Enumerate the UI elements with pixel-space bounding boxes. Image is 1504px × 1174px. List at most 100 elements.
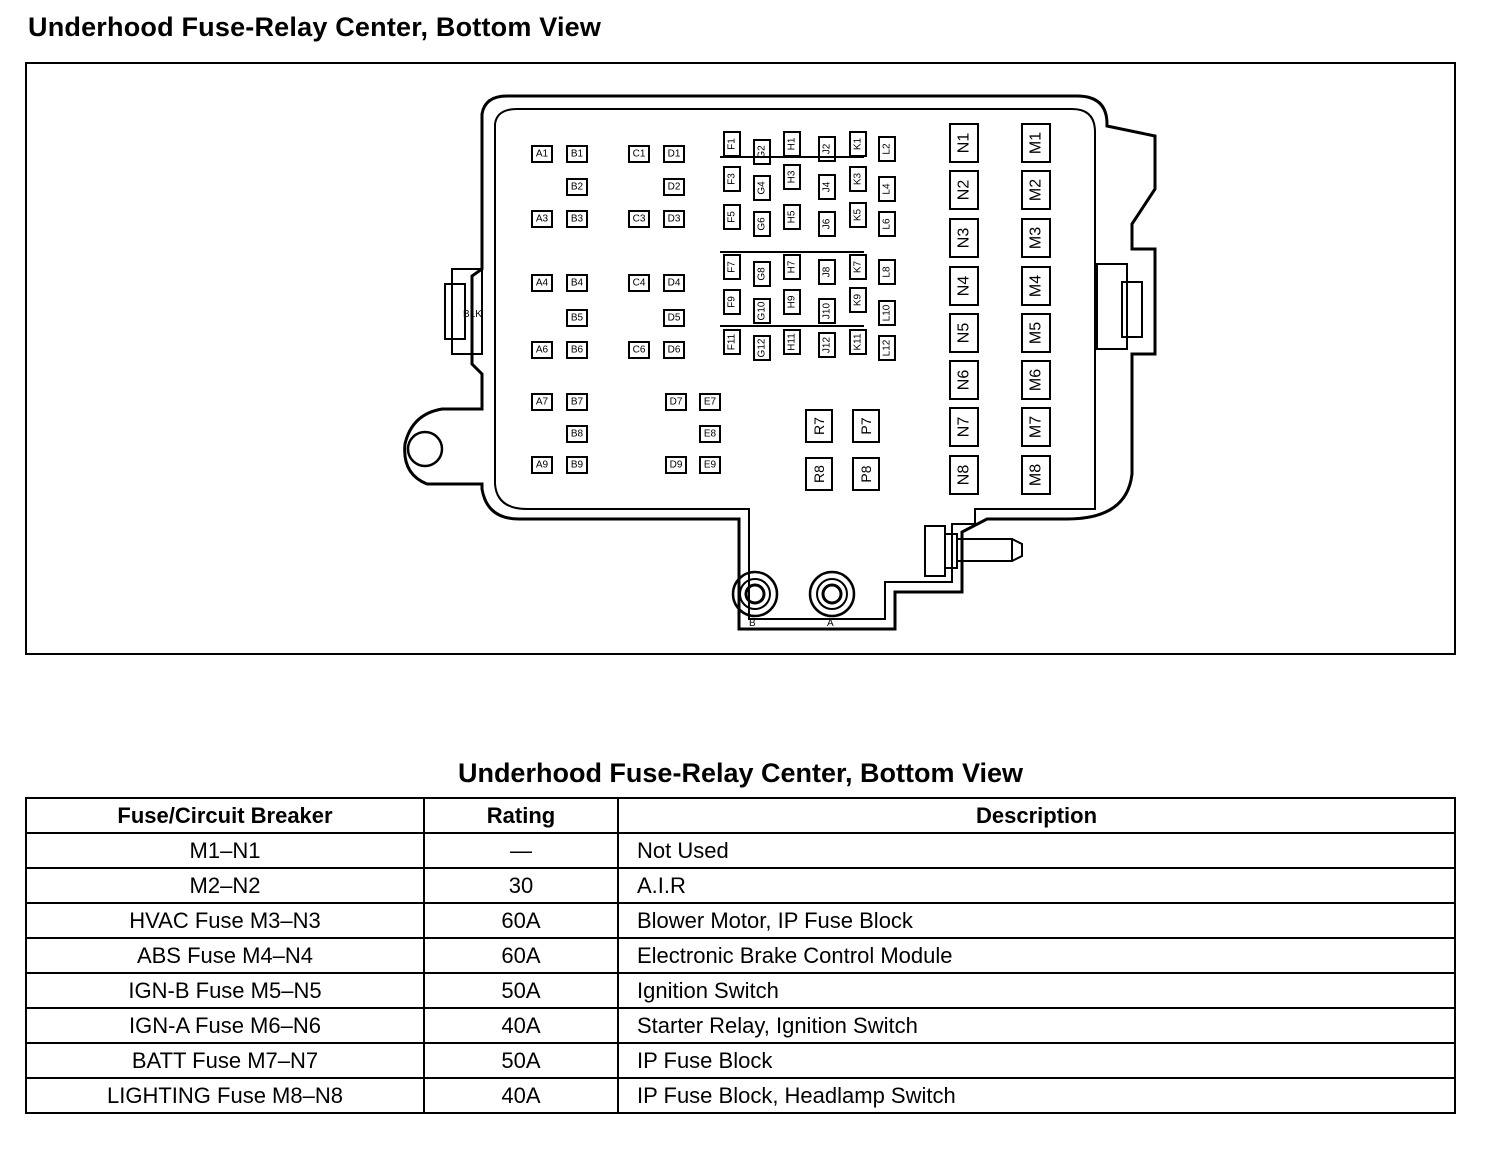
fuse-name-cell: ABS Fuse M4–N4 xyxy=(25,937,425,974)
table-title: Underhood Fuse-Relay Center, Bottom View xyxy=(457,758,1024,788)
fuse-n1-label: N1 xyxy=(956,133,973,154)
fuse-d5-label: D5 xyxy=(668,313,681,324)
table-row: BATT Fuse M7–N7 50A IP Fuse Block xyxy=(25,1042,1456,1079)
fuse-c6-label: C6 xyxy=(633,345,646,356)
fuse-e8-label: E8 xyxy=(704,429,717,440)
fuse-k5-label: K5 xyxy=(853,208,864,221)
fuse-l8: L8 xyxy=(878,259,896,285)
fuse-c4: C4 xyxy=(628,274,650,292)
fuse-f5: F5 xyxy=(723,204,741,230)
terminal-a-label: A xyxy=(827,618,834,629)
fuse-a6-label: A6 xyxy=(536,345,549,356)
description-cell: IP Fuse Block xyxy=(617,1042,1456,1079)
fuse-k3: K3 xyxy=(849,166,867,192)
fuse-b5-label: B5 xyxy=(571,313,584,324)
rating-cell: 50A xyxy=(423,1042,619,1079)
fuse-d4-label: D4 xyxy=(668,278,681,289)
fuse-b9-label: B9 xyxy=(571,460,584,471)
blk-label: BLK xyxy=(463,309,482,320)
fuse-k5: K5 xyxy=(849,202,867,228)
page-title: Underhood Fuse-Relay Center, Bottom View xyxy=(28,12,602,42)
fuse-m4: M4 xyxy=(1021,266,1051,306)
fuse-name-cell: IGN-B Fuse M5–N5 xyxy=(25,972,425,1009)
fuse-h9-label: H9 xyxy=(787,295,798,308)
fuse-l6: L6 xyxy=(878,211,896,237)
fuse-l10-label: L10 xyxy=(882,304,893,321)
fuse-g6-label: G6 xyxy=(757,217,768,231)
description-cell: Ignition Switch xyxy=(617,972,1456,1009)
fuse-e7-label: E7 xyxy=(704,397,717,408)
fuse-a7-label: A7 xyxy=(536,397,549,408)
fuse-m5-label: M5 xyxy=(1028,322,1045,344)
fuse-n8-label: N8 xyxy=(956,465,973,486)
fuse-b3: B3 xyxy=(566,210,588,228)
fuse-m3-label: M3 xyxy=(1028,227,1045,249)
fuse-name-cell: HVAC Fuse M3–N3 xyxy=(25,902,425,939)
fuse-table: Fuse/Circuit Breaker Rating Description … xyxy=(25,797,1456,1114)
fuse-f7-label: F7 xyxy=(727,261,738,273)
rating-cell: 40A xyxy=(423,1077,619,1114)
fuse-d7: D7 xyxy=(665,393,687,411)
fuse-c3: C3 xyxy=(628,210,650,228)
fuse-h11-label: H11 xyxy=(787,333,798,351)
rating-cell: 40A xyxy=(423,1007,619,1044)
fuse-k1-label: K1 xyxy=(853,137,864,150)
fuse-d6-label: D6 xyxy=(668,345,681,356)
fuse-e8: E8 xyxy=(699,425,721,443)
fuse-f5-label: F5 xyxy=(727,211,738,223)
fuse-n2: N2 xyxy=(949,170,979,210)
bolt xyxy=(924,525,1023,577)
fuse-name-cell: BATT Fuse M7–N7 xyxy=(25,1042,425,1079)
fuse-n3-label: N3 xyxy=(956,228,973,249)
fuse-j6-label: J6 xyxy=(822,218,833,229)
fuse-k11-label: K11 xyxy=(853,333,864,350)
description-cell: IP Fuse Block, Headlamp Switch xyxy=(617,1077,1456,1114)
fuse-b4: B4 xyxy=(566,274,588,292)
fuse-k3-label: K3 xyxy=(853,172,864,185)
fuse-g8-label: G8 xyxy=(757,267,768,281)
fuse-b8-label: B8 xyxy=(571,429,584,440)
relay-r8: R8 xyxy=(805,457,833,491)
fuse-k1: K1 xyxy=(849,131,867,157)
table-row: M2–N2 30 A.I.R xyxy=(25,867,1456,904)
fuse-b9: B9 xyxy=(566,456,588,474)
description-cell: Electronic Brake Control Module xyxy=(617,937,1456,974)
fuse-n4: N4 xyxy=(949,266,979,306)
fuse-a3: A3 xyxy=(531,210,553,228)
fuse-e7: E7 xyxy=(699,393,721,411)
fuse-l6-label: L6 xyxy=(882,218,893,230)
fuse-a1: A1 xyxy=(531,145,553,163)
terminal-b-stud xyxy=(731,570,779,618)
fuse-h5: H5 xyxy=(783,204,801,230)
fuse-j2: J2 xyxy=(818,136,836,162)
fuse-b6: B6 xyxy=(566,341,588,359)
fuse-b7-label: B7 xyxy=(571,397,584,408)
fuse-f3: F3 xyxy=(723,166,741,192)
fuse-n7-label: N7 xyxy=(956,417,973,438)
description-cell: Not Used xyxy=(617,832,1456,869)
fuse-d9-label: D9 xyxy=(670,460,683,471)
fuse-n3: N3 xyxy=(949,218,979,258)
column-header-fuse: Fuse/Circuit Breaker xyxy=(25,797,425,834)
fuse-d5: D5 xyxy=(663,309,685,327)
fuse-d3-label: D3 xyxy=(668,214,681,225)
fuse-h5-label: H5 xyxy=(787,210,798,223)
fuse-n2-label: N2 xyxy=(956,180,973,201)
column-header-description: Description xyxy=(617,797,1456,834)
fuse-l2: L2 xyxy=(878,136,896,162)
fuse-name-cell: M2–N2 xyxy=(25,867,425,904)
fuse-b2-label: B2 xyxy=(571,182,584,193)
description-cell: Blower Motor, IP Fuse Block xyxy=(617,902,1456,939)
relay-p7-label: P7 xyxy=(858,417,874,434)
fuse-a7: A7 xyxy=(531,393,553,411)
rating-cell: 60A xyxy=(423,902,619,939)
fuse-m1: M1 xyxy=(1021,123,1051,163)
mounting-hole xyxy=(406,430,444,468)
fuse-d6: D6 xyxy=(663,341,685,359)
fuse-n7: N7 xyxy=(949,407,979,447)
relay-p7: P7 xyxy=(852,409,880,443)
fuse-m3: M3 xyxy=(1021,218,1051,258)
fuse-n4-label: N4 xyxy=(956,276,973,297)
